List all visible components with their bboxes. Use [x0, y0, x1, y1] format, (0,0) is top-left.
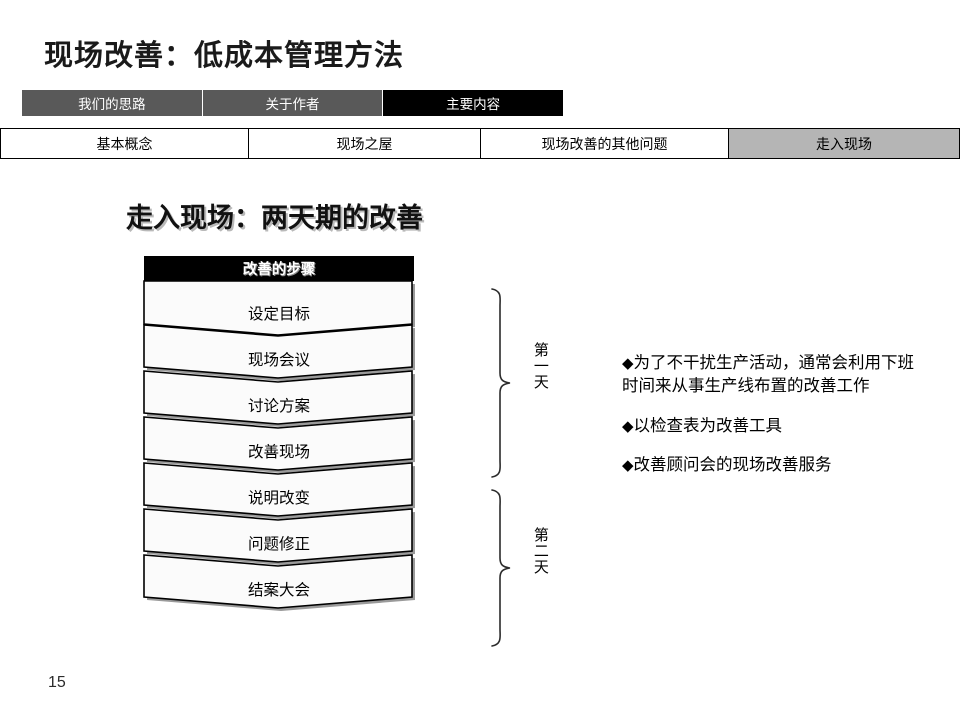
chevron-shape [143, 508, 415, 565]
notes-bullet-list: ◆为了不干扰生产活动，通常会利用下班时间来从事生产线布置的改善工作 ◆以检查表为… [622, 352, 922, 494]
chevron-shape [143, 462, 415, 519]
bullet-text: 改善顾问会的现场改善服务 [633, 456, 832, 475]
page-title: 现场改善：低成本管理方法 [44, 40, 405, 72]
flow-step[interactable]: 问题修正 [143, 508, 415, 565]
nav-tab-our-approach[interactable]: 我们的思路 [22, 90, 203, 116]
nav-tab-basic-concepts[interactable]: 基本概念 [1, 129, 249, 158]
chevron-shape [143, 416, 415, 473]
nav-tab-enter-gemba[interactable]: 走入现场 [729, 129, 959, 158]
flow-step[interactable]: 结案大会 [143, 554, 415, 611]
chevron-shape [143, 554, 415, 611]
bullet-item: ◆为了不干扰生产活动，通常会利用下班时间来从事生产线布置的改善工作 [622, 352, 922, 399]
brace-day-one-label: 第一天 [531, 342, 549, 390]
section-heading: 走入现场：两天期的改善 [126, 203, 423, 233]
brace-day-two-label: 第二天 [531, 527, 549, 575]
diamond-bullet-icon: ◆ [622, 417, 634, 435]
chevron-shape [143, 324, 415, 381]
flow-header: 改善的步骤 [144, 256, 414, 281]
diamond-bullet-icon: ◆ [622, 457, 634, 475]
brace-day-two [486, 489, 518, 647]
diamond-bullet-icon: ◆ [622, 355, 634, 372]
bullet-text: 为了不干扰生产活动，通常会利用下班时间来从事生产线布置的改善工作 [622, 354, 915, 396]
page-number: 15 [48, 674, 66, 691]
nav-tab-main-content[interactable]: 主要内容 [383, 90, 564, 116]
chevron-shape [143, 370, 415, 427]
brace-day-one [486, 288, 518, 478]
flow-step[interactable]: 现场会议 [143, 324, 415, 381]
chevron-shape [143, 280, 415, 338]
primary-nav: 我们的思路 关于作者 主要内容 [22, 90, 564, 116]
flow-step[interactable]: 说明改变 [143, 462, 415, 519]
flow-step[interactable]: 改善现场 [143, 416, 415, 473]
flow-step[interactable]: 设定目标 [143, 280, 415, 338]
bullet-item: ◆改善顾问会的现场改善服务 [622, 454, 922, 477]
nav-tab-about-author[interactable]: 关于作者 [202, 90, 384, 116]
nav-tab-other-issues[interactable]: 现场改善的其他问题 [481, 129, 729, 158]
bullet-text: 以检查表为改善工具 [633, 416, 783, 435]
improvement-steps-flow: 改善的步骤 设定目标 现场会议 讨论方案 [143, 256, 415, 611]
nav-tab-gemba-house[interactable]: 现场之屋 [249, 129, 481, 158]
secondary-nav: 基本概念 现场之屋 现场改善的其他问题 走入现场 [0, 128, 960, 159]
flow-step[interactable]: 讨论方案 [143, 370, 415, 427]
bullet-item: ◆以检查表为改善工具 [622, 415, 922, 438]
